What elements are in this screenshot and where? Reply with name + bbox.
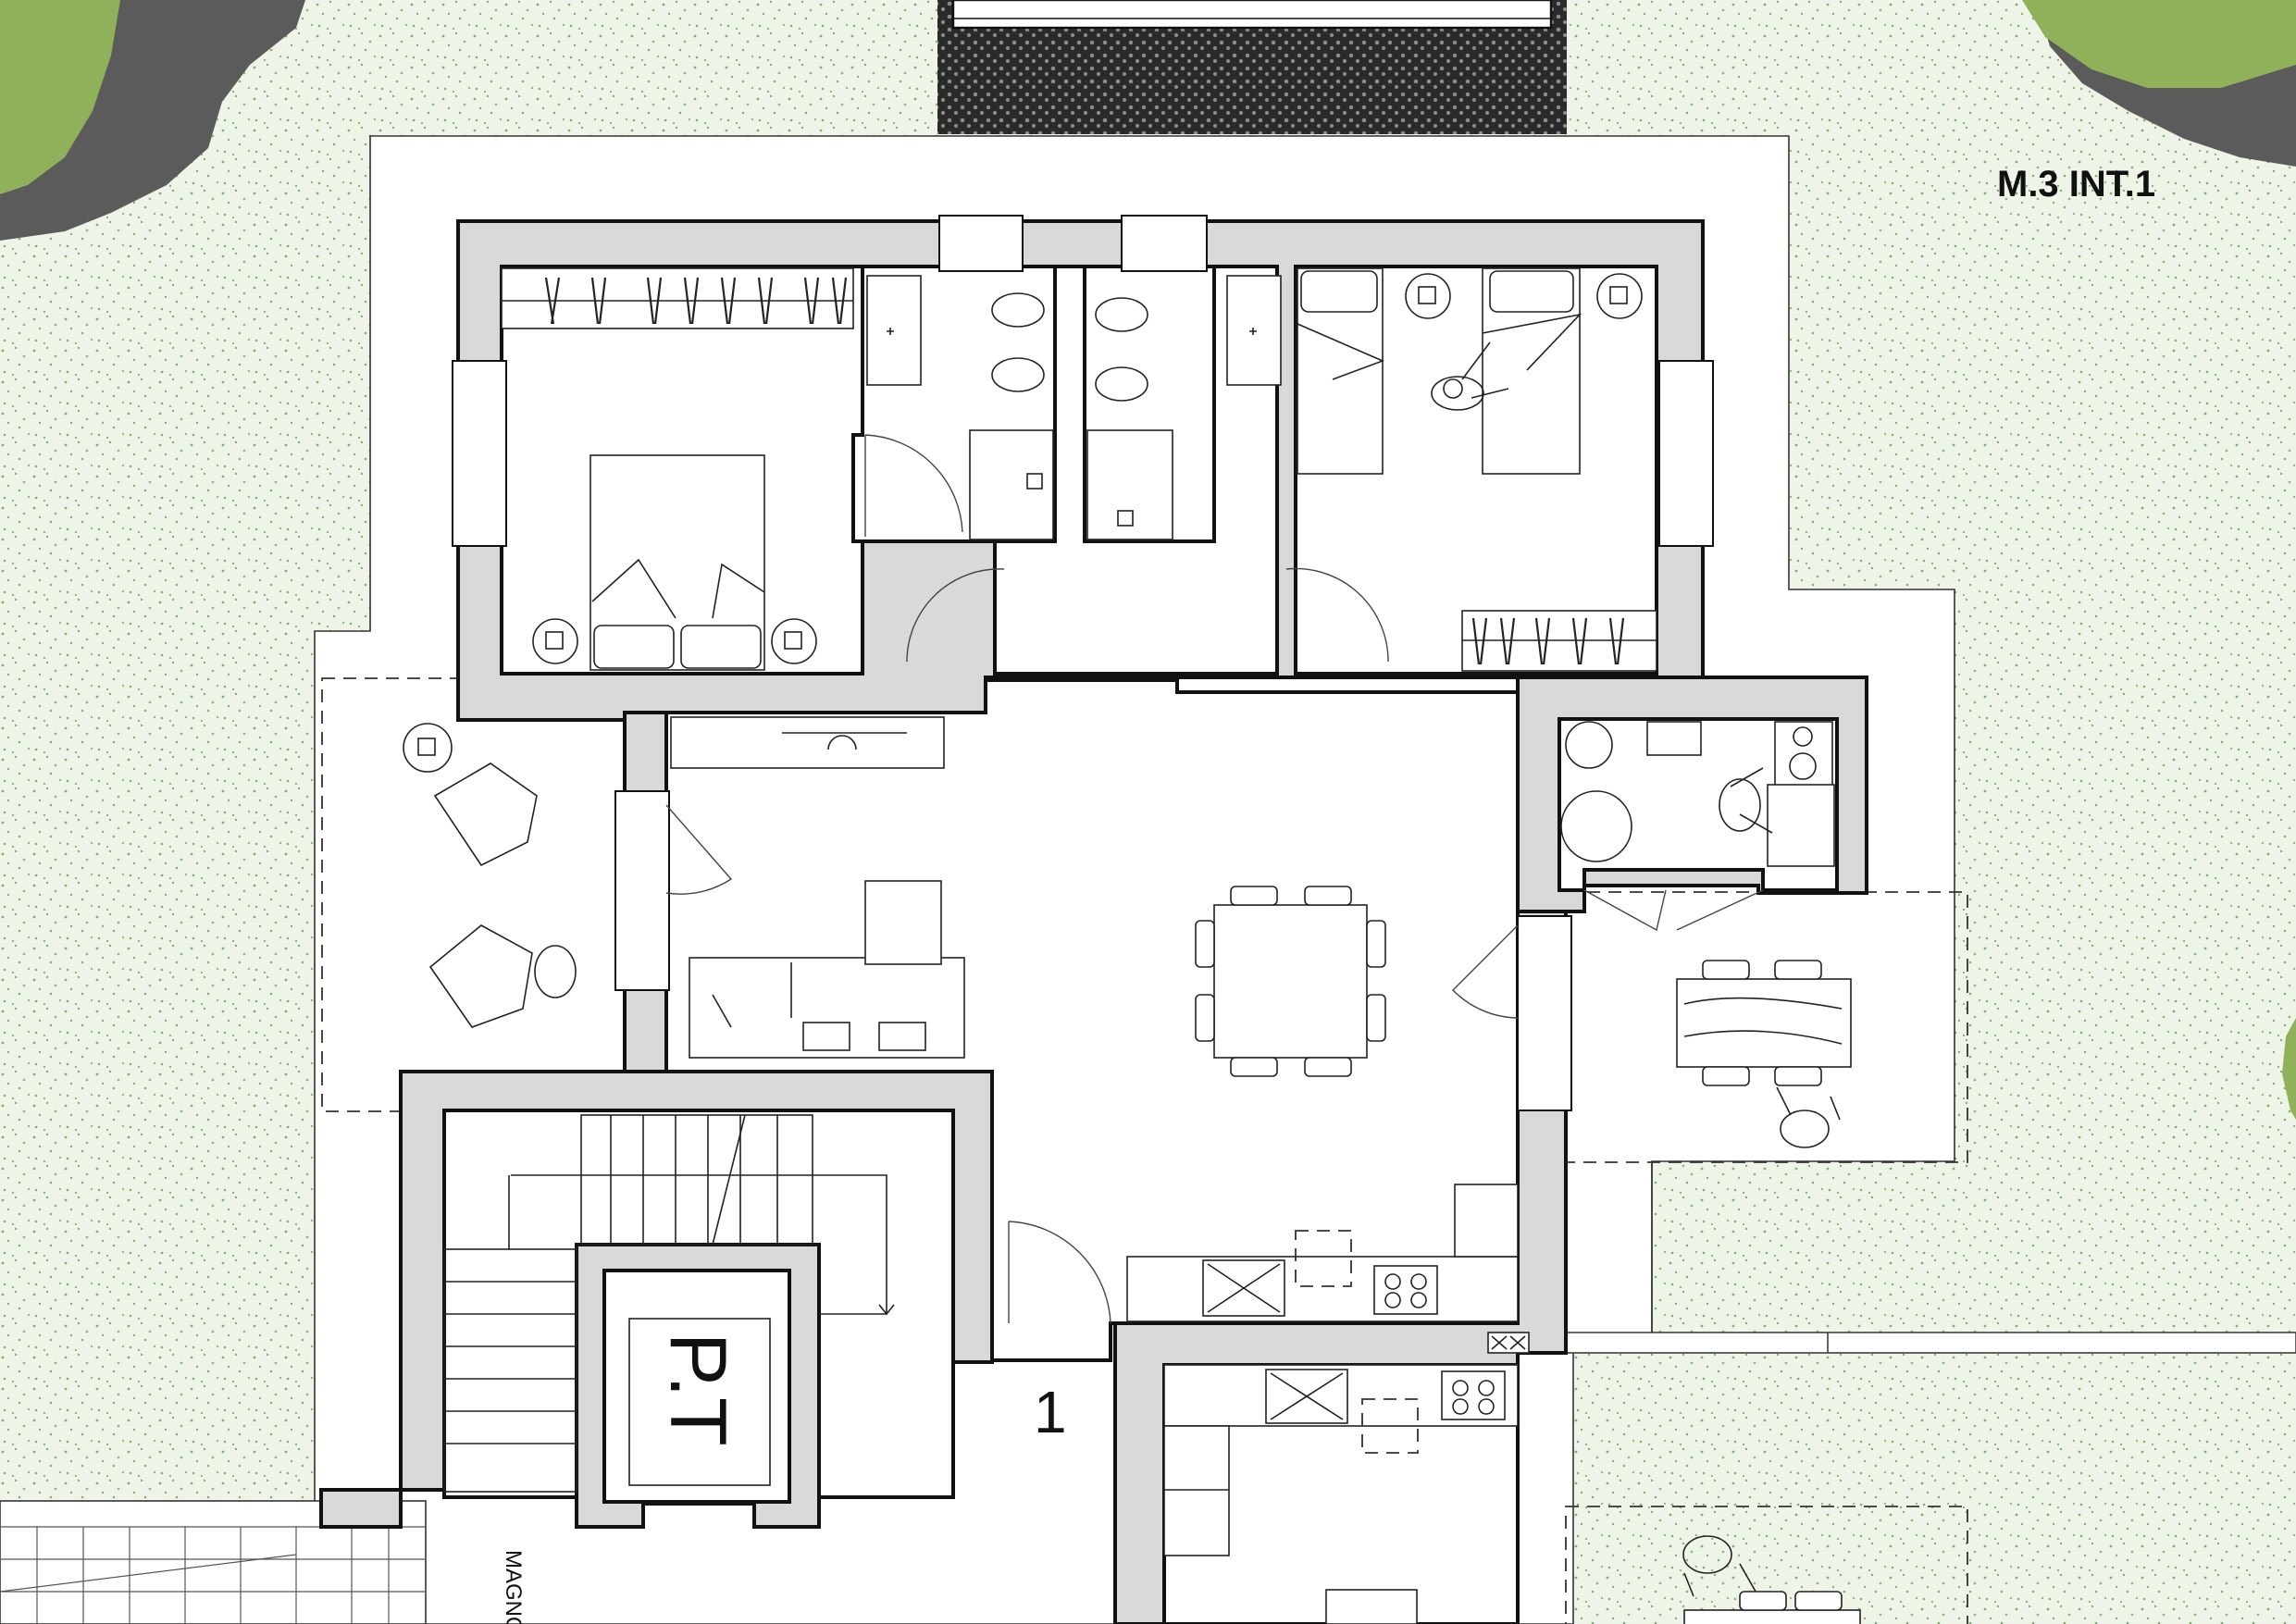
double-bed	[532, 454, 817, 671]
kitchen-lower-fixtures	[1163, 1364, 1519, 1624]
unit-label: M.3 INT.1	[1997, 164, 2155, 205]
person-figure-bedroom	[1431, 341, 1509, 411]
meter-box	[1487, 1332, 1530, 1354]
staircase	[443, 1114, 895, 1493]
wardrobe-master	[501, 267, 854, 329]
twin-beds	[1297, 267, 1643, 475]
hallway	[993, 265, 1279, 676]
bath-fixtures-1	[866, 275, 1054, 540]
windows	[452, 215, 1714, 1111]
tv-console	[670, 716, 945, 769]
side-label: MAGNO	[501, 1550, 526, 1624]
stair-number: 1	[1034, 1379, 1067, 1445]
doors	[665, 434, 1764, 1324]
terrace-south-east	[1565, 1506, 1968, 1624]
floor-label: P.T	[653, 1333, 742, 1446]
railing	[951, 0, 1553, 30]
terrace-table-south-east	[1682, 1535, 1861, 1624]
tree-top-left	[0, 0, 305, 241]
terrace-chairs-west	[403, 723, 577, 1028]
lift-platform	[628, 1318, 771, 1486]
laundry-fixtures	[1560, 721, 1835, 867]
garden-path	[1565, 1332, 2296, 1354]
lift-car	[602, 1269, 791, 1504]
kitchen-counter	[1126, 1184, 1519, 1322]
bath-fixtures-2	[1086, 275, 1282, 540]
terrace-table-east	[1676, 960, 1852, 1148]
tree-right-edge	[2282, 1018, 2296, 1120]
tree-top-right	[2022, 0, 2296, 167]
sofa	[689, 880, 965, 1059]
wardrobe-twin	[1461, 610, 1657, 672]
dining-table	[1195, 886, 1386, 1077]
